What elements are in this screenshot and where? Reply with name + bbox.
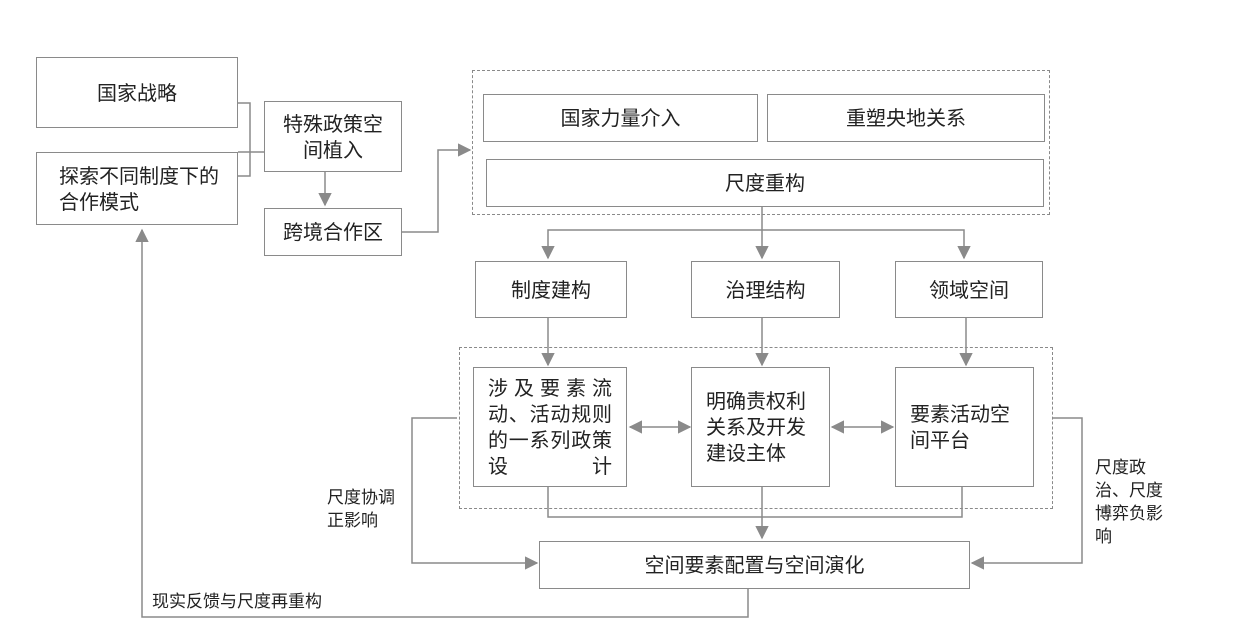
territorial-space-box: 领域空间: [895, 261, 1043, 318]
clarify-rights-box: 明确责权利关系及开发建设主体: [691, 367, 830, 487]
clarify-rights-text: 明确责权利关系及开发建设主体: [706, 389, 806, 465]
institution-building-box: 制度建构: [475, 261, 627, 318]
institution-building-text: 制度建构: [511, 277, 591, 302]
arrow-feedback: [135, 228, 749, 618]
reshape-relations-text: 重塑央地关系: [846, 106, 966, 130]
special-policy-text: 特殊政策空间植入: [283, 111, 383, 162]
explore-modes-box: 探索不同制度下的合作模式: [36, 152, 238, 225]
policy-design-text: 涉及要素流动、活动规则的一系列政策设计: [488, 376, 612, 478]
explore-modes-text: 探索不同制度下的合作模式: [59, 163, 219, 214]
territorial-space-text: 领域空间: [929, 277, 1009, 302]
state-power-box: 国家力量介入: [483, 94, 758, 142]
arrow-negative-influence: [970, 417, 1083, 570]
national-strategy-box: 国家战略: [36, 57, 238, 128]
arrow-zone-to-group: [402, 143, 472, 233]
cross-border-zone-text: 跨境合作区: [283, 220, 383, 244]
special-policy-box: 特殊政策空间植入: [264, 101, 402, 172]
reshape-relations-box: 重塑央地关系: [767, 94, 1045, 142]
merge-line: [547, 487, 963, 518]
feedback-label: 现实反馈与尺度再重构: [152, 592, 322, 612]
positive-coordination-label: 尺度协调正影响: [327, 488, 395, 531]
factor-platform-box: 要素活动空间平台: [895, 367, 1034, 487]
arrow-to-institution: [541, 229, 762, 260]
governance-structure-box: 治理结构: [691, 261, 840, 318]
bracket-connector: [238, 102, 264, 177]
governance-structure-text: 治理结构: [725, 277, 806, 302]
scale-restructuring-group: [472, 70, 1050, 215]
policy-design-box: 涉及要素流动、活动规则的一系列政策设计: [473, 367, 627, 487]
scale-restructuring-text: 尺度重构: [725, 171, 805, 195]
state-power-text: 国家力量介入: [560, 106, 681, 130]
arrow-to-territory: [762, 229, 971, 260]
scale-restructuring-box: 尺度重构: [486, 159, 1044, 207]
spatial-evolution-box: 空间要素配置与空间演化: [539, 541, 970, 589]
spatial-evolution-text: 空间要素配置与空间演化: [644, 553, 865, 577]
implementation-group: [459, 347, 1053, 509]
factor-platform-text: 要素活动空间平台: [910, 402, 1010, 452]
arrow-positive-influence: [411, 417, 539, 570]
national-strategy-text: 国家战略: [97, 80, 177, 105]
cross-border-zone-box: 跨境合作区: [264, 208, 402, 256]
negative-game-label: 尺度政治、尺度博弈负影响: [1095, 458, 1163, 547]
